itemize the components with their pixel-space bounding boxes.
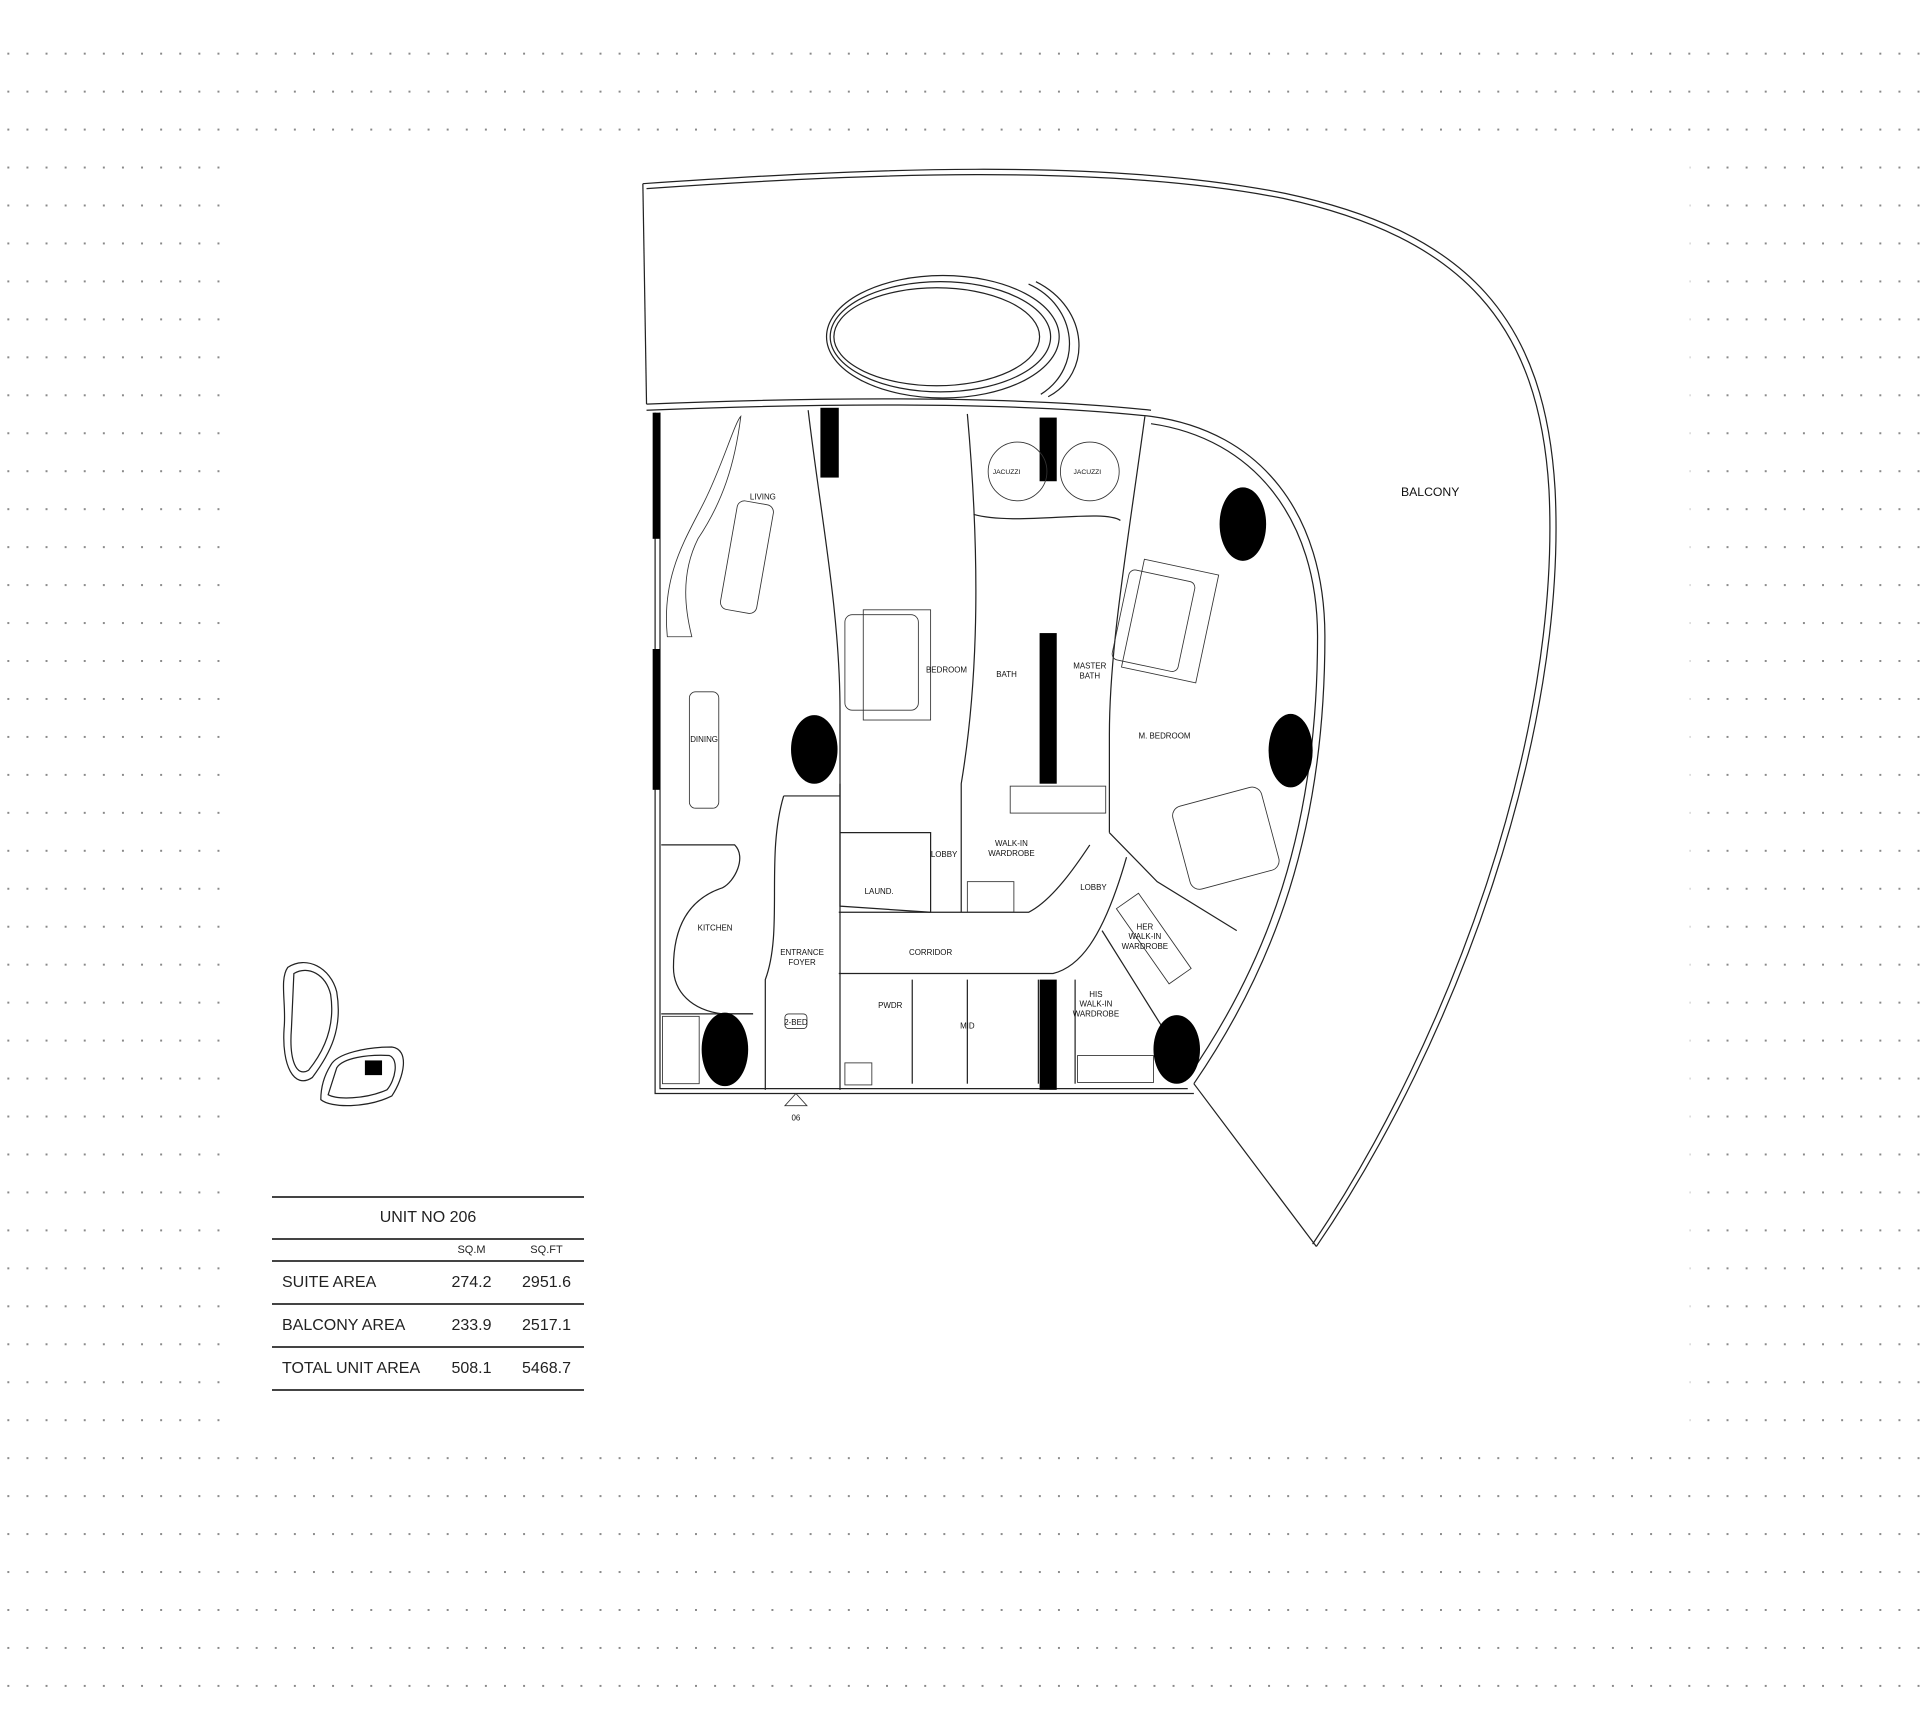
col-sqft: SQ.FT	[509, 1239, 584, 1262]
table-row: SUITE AREA 274.2 2951.6	[272, 1261, 584, 1305]
label-bath: BATH	[996, 670, 1017, 679]
col-sqm: SQ.M	[434, 1239, 509, 1262]
label-lobby-2: LOBBY	[1080, 883, 1107, 892]
label-wardrobe: WARDROBE	[988, 849, 1034, 858]
row-label: TOTAL UNIT AREA	[272, 1347, 434, 1391]
label-his-3: WARDROBE	[1073, 1009, 1119, 1018]
label-powder: PWDR	[878, 1001, 903, 1010]
row-label: SUITE AREA	[272, 1261, 434, 1305]
label-kitchen: KITCHEN	[698, 924, 733, 933]
label-foyer: FOYER	[788, 958, 816, 967]
unit-outline	[646, 398, 1326, 1095]
label-laundry: LAUND.	[865, 887, 894, 896]
balcony-outline	[642, 168, 1557, 1247]
label-m-bedroom: M. BEDROOM	[1138, 731, 1190, 740]
label-maid: MID	[960, 1022, 975, 1031]
row-sqm: 274.2	[434, 1261, 509, 1305]
label-her-1: HER	[1137, 922, 1154, 931]
label-master-bath-2: BATH	[1079, 671, 1100, 680]
pool	[825, 274, 1080, 399]
label-her-2: WALK-IN	[1129, 932, 1162, 941]
table-title: UNIT NO 206	[272, 1197, 584, 1240]
label-his-2: WALK-IN	[1080, 1000, 1113, 1009]
label-jacuzzi-2: JACUZZI	[1074, 469, 1102, 476]
label-2-bed: 2-BED	[784, 1018, 808, 1027]
label-balcony: BALCONY	[1401, 485, 1459, 499]
room-labels: LIVING DINING KITCHEN ENTRANCE FOYER 2-B…	[690, 469, 1459, 1123]
row-sqft: 2951.6	[509, 1261, 584, 1305]
label-entrance: ENTRANCE	[780, 948, 824, 957]
table-row: BALCONY AREA 233.9 2517.1	[272, 1304, 584, 1348]
dot-grid-background	[0, 36, 1920, 1703]
label-walk-in: WALK-IN	[995, 839, 1028, 848]
label-his-1: HIS	[1089, 990, 1102, 999]
label-lobby-1: LOBBY	[931, 850, 958, 859]
furniture	[662, 415, 1280, 1107]
label-master-bath: MASTER	[1073, 662, 1106, 671]
unit-area-table: UNIT NO 206 SQ.M SQ.FT SUITE AREA 274.2 …	[272, 1196, 584, 1391]
table-header-empty	[272, 1239, 434, 1262]
label-living: LIVING	[750, 493, 776, 502]
label-jacuzzi-1: JACUZZI	[993, 469, 1021, 476]
structural-columns	[652, 407, 1313, 1090]
label-corridor: CORRIDOR	[909, 948, 952, 957]
row-sqft: 2517.1	[509, 1304, 584, 1348]
entry-marker-label: 06	[791, 1113, 800, 1122]
label-bedroom: BEDROOM	[926, 665, 967, 674]
label-dining: DINING	[690, 735, 718, 744]
table-row: TOTAL UNIT AREA 508.1 5468.7	[272, 1347, 584, 1391]
label-her-3: WARDROBE	[1122, 942, 1168, 951]
row-label: BALCONY AREA	[272, 1304, 434, 1348]
key-plan-icon	[282, 962, 405, 1107]
row-sqm: 233.9	[434, 1304, 509, 1348]
row-sqm: 508.1	[434, 1347, 509, 1391]
interior-walls	[661, 410, 1238, 1090]
row-sqft: 5468.7	[509, 1347, 584, 1391]
